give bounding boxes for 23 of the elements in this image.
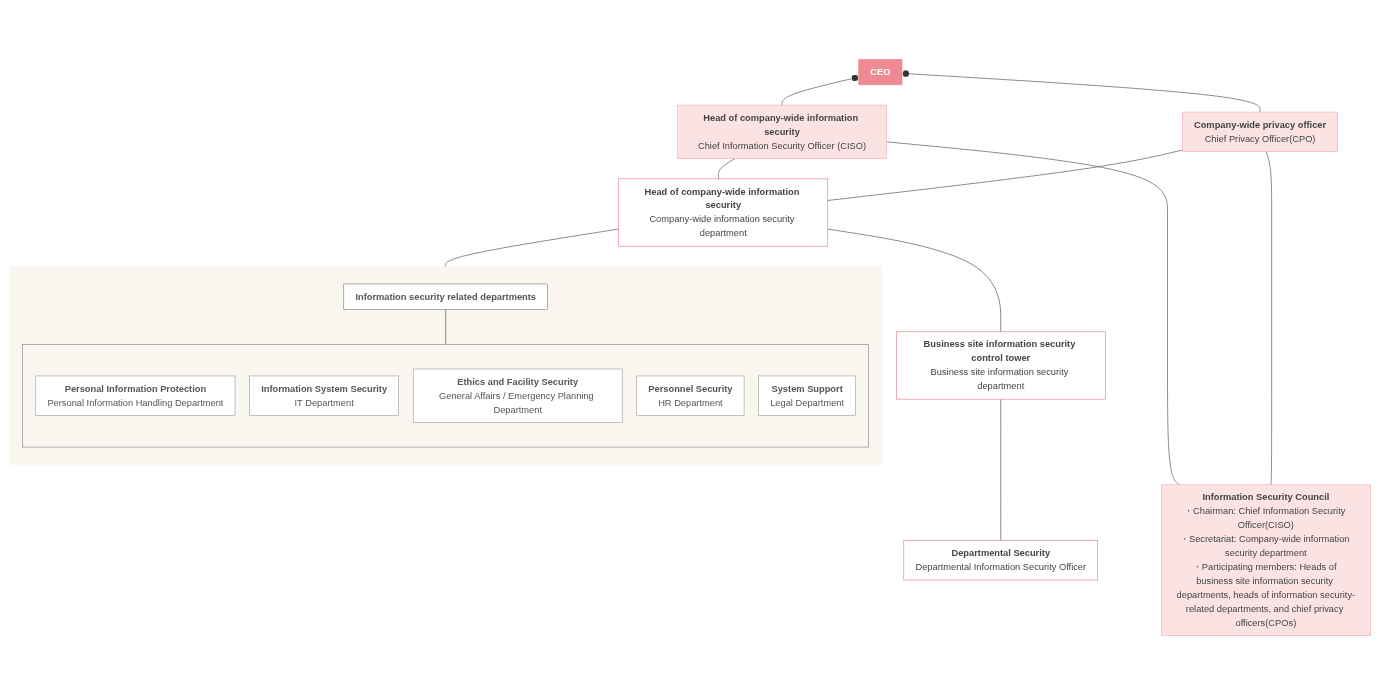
node-box: Ethics and Facility Security General Affairs / Emergency Planning Department	[412, 368, 623, 423]
cluster	[22, 344, 869, 448]
node-box: Personal Information Protection Personal Information Handling Department	[35, 375, 236, 416]
node-box: Company-wide privacy officer Chief Privacy Officer(CPO)	[1182, 111, 1339, 152]
connector	[886, 141, 1180, 486]
connector	[445, 228, 620, 267]
node-box: Head of company-wide information security Company-wide information security department	[618, 178, 828, 247]
node-box: Information System Security IT Department	[249, 375, 399, 416]
node-box: Departmental Security Departmental Information Security Officer	[903, 540, 1098, 581]
node-box: Information Security Council ・Chairman: Chief Information Security Officer(CISO) ・Secretariat: Company-wide information security department ・Participating members: Heads of business site information security departments, heads of information security-related departments, and chief privacy officers(CPOs)	[1161, 484, 1371, 636]
node-box: Head of company-wide information security Chief Information Security Officer (CISO)	[677, 104, 887, 159]
node-box: Personnel Security HR Department	[636, 375, 745, 416]
node-box: Business site information security control tower Business site information security department	[896, 331, 1106, 400]
connector	[827, 228, 1002, 333]
connector	[827, 149, 1183, 201]
connector	[445, 309, 447, 345]
node-box: Information security related departments	[343, 283, 548, 310]
cluster	[9, 266, 883, 465]
connector	[718, 158, 736, 180]
node-box: CEO	[858, 59, 903, 86]
node-box: System Support Legal Department	[758, 375, 856, 416]
connector	[1265, 151, 1273, 486]
connector	[1000, 398, 1002, 541]
